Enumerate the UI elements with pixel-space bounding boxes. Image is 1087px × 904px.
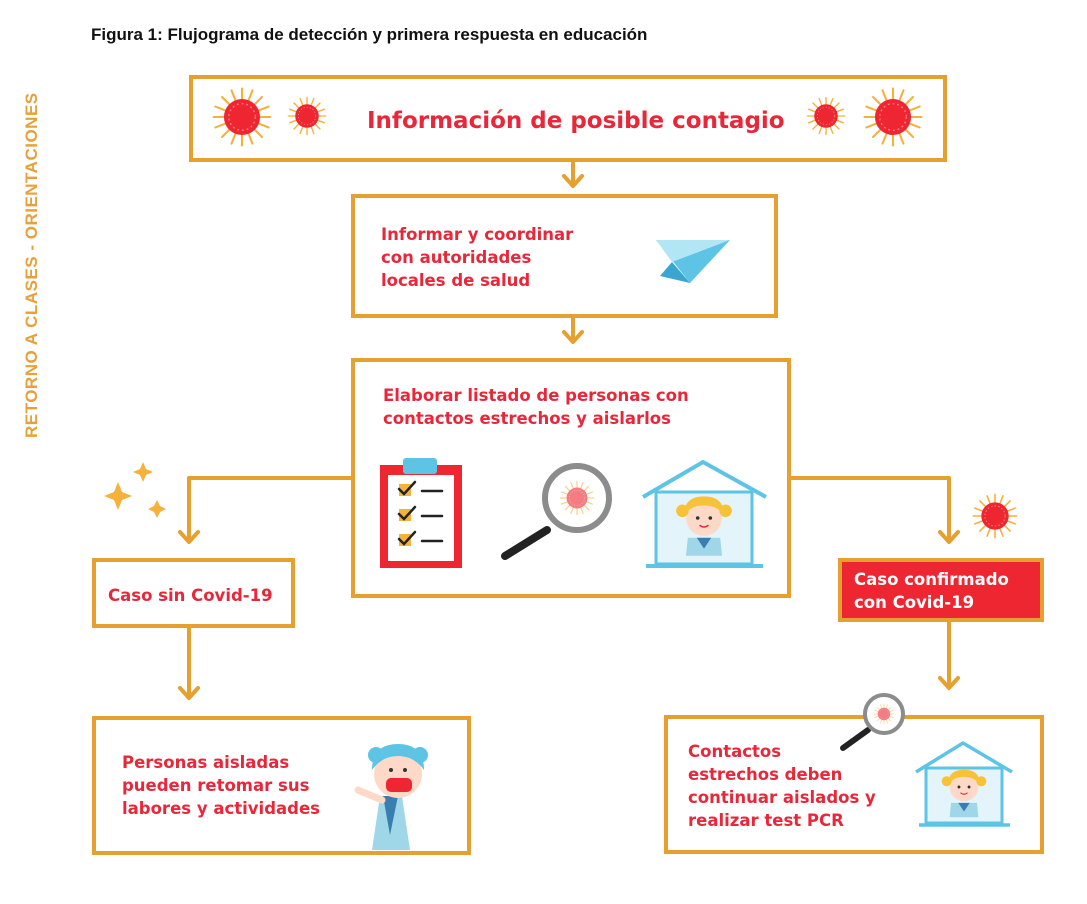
- arrow-list-nocovid: [187, 476, 354, 542]
- figure-title: Figura 1: Flujograma de detección y prim…: [91, 25, 648, 44]
- node-coordinate-line: con autoridades: [381, 248, 532, 267]
- node-contacts-line: Contactos: [688, 742, 782, 761]
- node-coordinate-line: locales de salud: [381, 271, 531, 290]
- node-contacts-line: continuar aislados y: [688, 788, 876, 807]
- magnifier-virus-icon: [501, 463, 612, 560]
- masked-child-icon: [354, 744, 428, 850]
- virus-icon: [212, 87, 272, 147]
- node-list-line: Elaborar listado de personas con: [383, 386, 689, 405]
- child-at-home-icon: [641, 459, 767, 568]
- node-coordinate-line: Informar y coordinar: [381, 225, 574, 244]
- node-list-line: contactos estrechos y aislarlos: [383, 409, 671, 428]
- node-confirmed-text: Caso confirmado con Covid-19: [854, 568, 1009, 614]
- virus-icon: [863, 87, 923, 147]
- node-confirmed-line: Caso confirmado: [854, 570, 1009, 589]
- node-resume-line: labores y actividades: [122, 799, 320, 818]
- magnifier-virus-icon: [840, 693, 905, 751]
- virus-icon: [806, 96, 846, 136]
- arrow-list-confirmed: [789, 476, 951, 542]
- node-no-covid: Caso sin Covid-19: [92, 558, 295, 628]
- node-info-label: Información de posible contagio: [367, 108, 785, 134]
- paper-plane-icon: [656, 240, 730, 283]
- node-list-text: Elaborar listado de personas con contact…: [383, 384, 689, 430]
- virus-icon: [287, 96, 327, 136]
- node-resume-text: Personas aisladas pueden retomar sus lab…: [122, 751, 320, 820]
- node-no-covid-label: Caso sin Covid-19: [108, 586, 273, 605]
- node-confirmed: Caso confirmado con Covid-19: [838, 558, 1044, 622]
- node-coordinate-text: Informar y coordinar con autoridades loc…: [381, 223, 573, 292]
- node-resume-line: pueden retomar sus: [122, 776, 310, 795]
- node-contacts-text: Contactos estrechos deben continuar aisl…: [688, 740, 876, 832]
- node-resume-line: Personas aisladas: [122, 753, 290, 772]
- node-contacts-line: estrechos deben: [688, 765, 843, 784]
- node-confirmed-line: con Covid-19: [854, 593, 975, 612]
- node-contacts-line: realizar test PCR: [688, 811, 844, 830]
- child-at-home-icon: [915, 740, 1013, 827]
- virus-icon: [972, 493, 1018, 539]
- sparkles-icon: [104, 462, 166, 518]
- clipboard-checklist-icon: [380, 458, 462, 568]
